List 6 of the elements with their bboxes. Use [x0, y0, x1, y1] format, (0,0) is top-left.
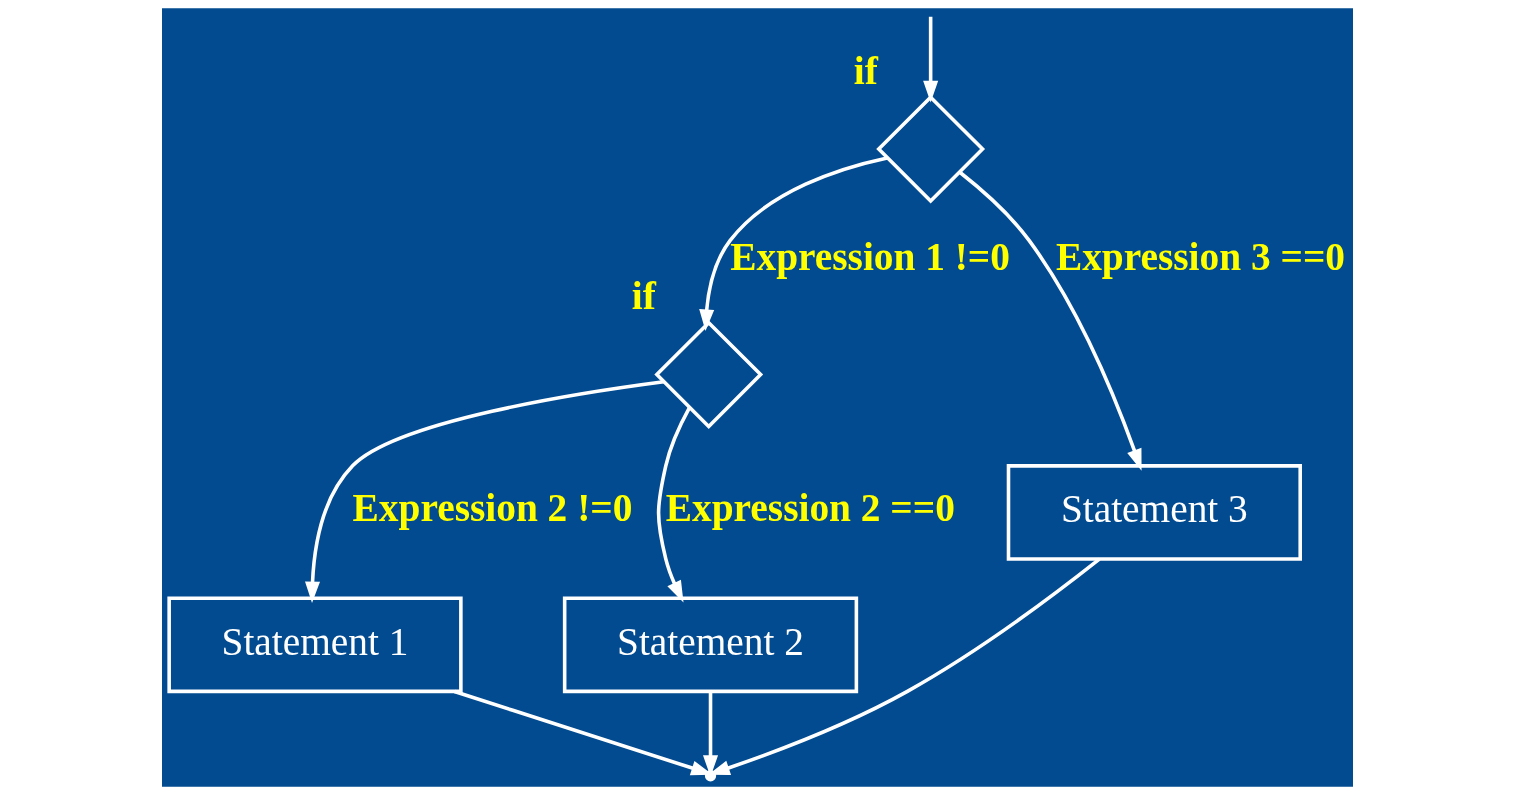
edge-label: Expression 2 ==0 — [665, 485, 955, 530]
edge-label: Expression 1 !=0 — [729, 235, 1010, 280]
node-label: if — [853, 48, 878, 93]
node-label: if — [631, 274, 656, 319]
edge-label: Expression 2 !=0 — [352, 485, 632, 530]
edge-label: Expression 3 ==0 — [1055, 235, 1345, 280]
